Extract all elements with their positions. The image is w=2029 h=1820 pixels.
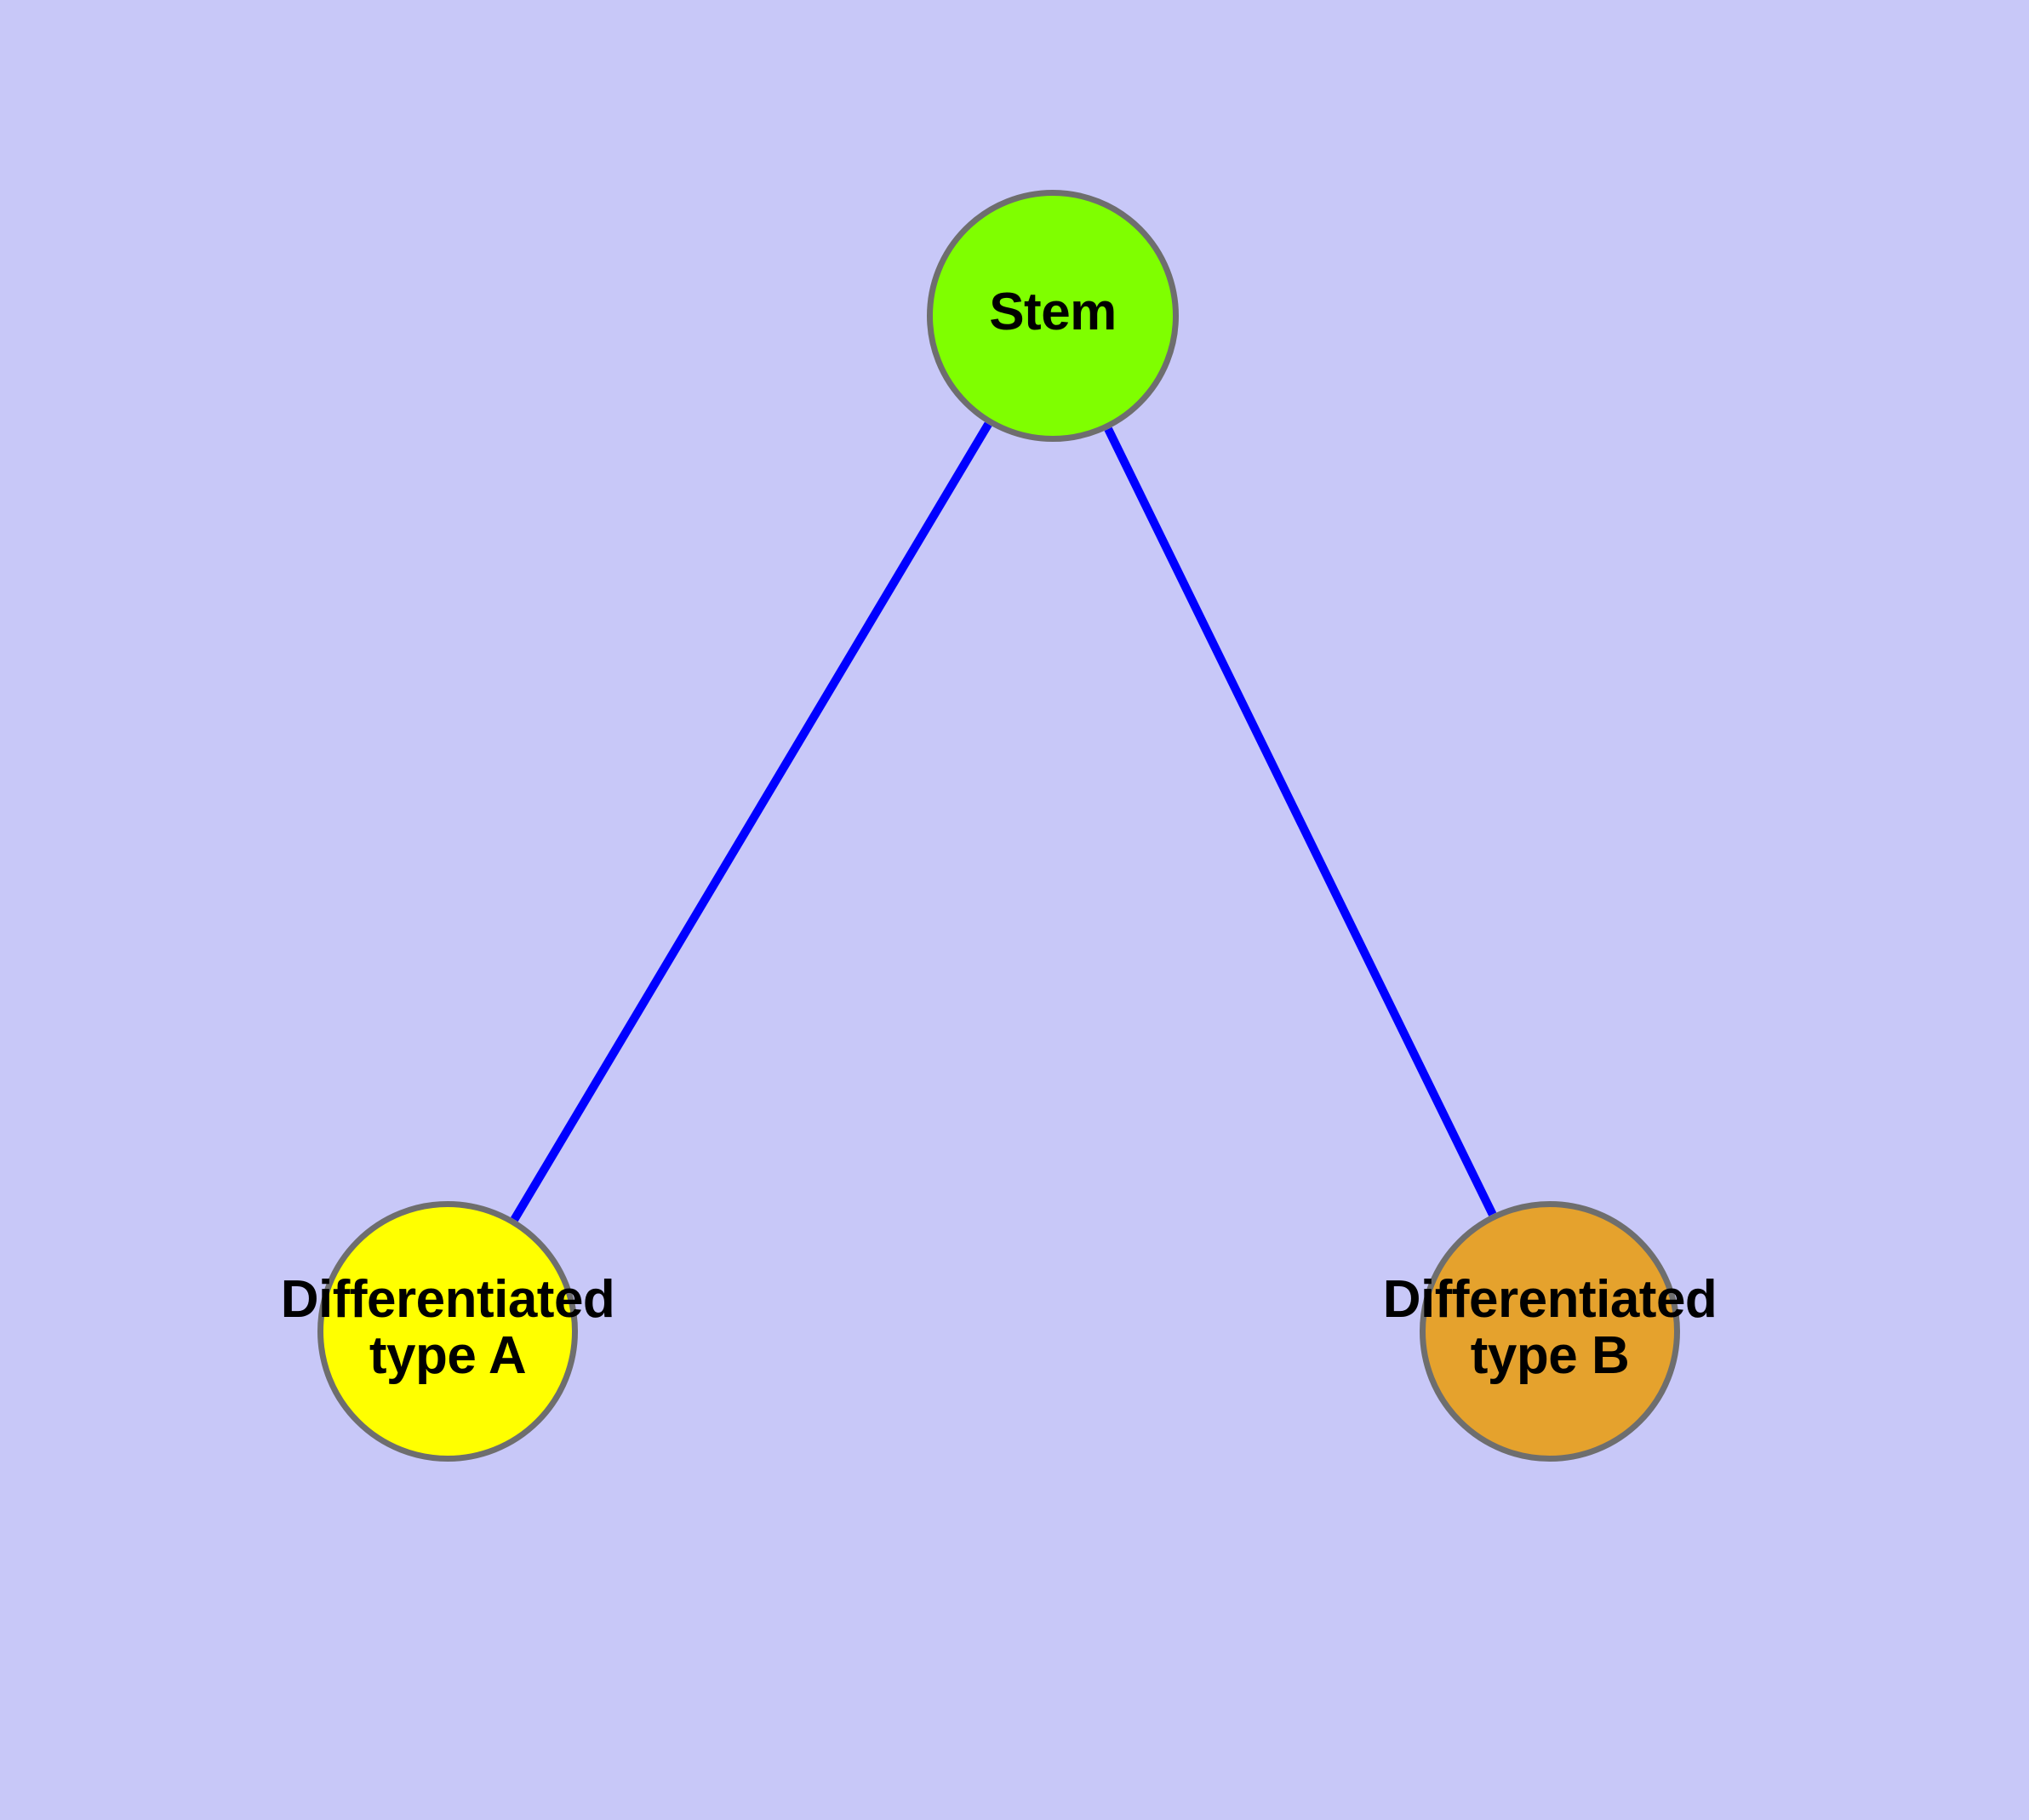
edge-stem-to-differentiated-type-a <box>511 421 992 1222</box>
node-differentiated-type-b[interactable] <box>1420 1201 1680 1462</box>
node-stem[interactable] <box>927 190 1179 442</box>
edge-stem-to-differentiated-type-b <box>1104 426 1497 1216</box>
node-differentiated-type-a[interactable] <box>317 1201 578 1462</box>
